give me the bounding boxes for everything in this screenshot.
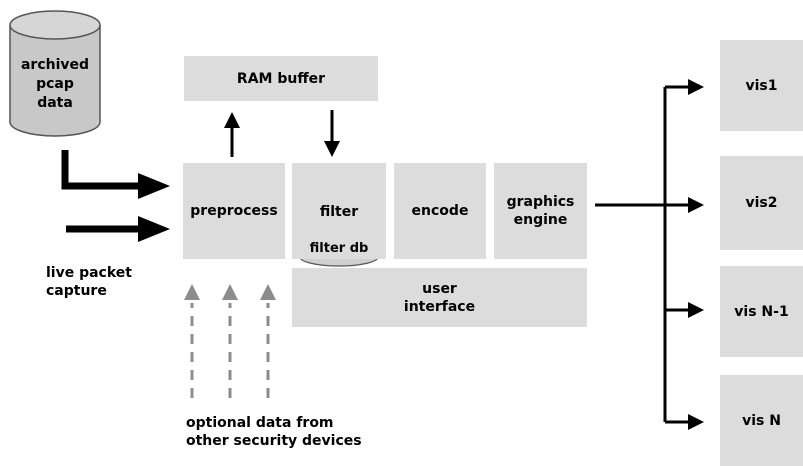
ram-to-filter-arrow — [324, 110, 340, 157]
live-capture-arrow — [66, 216, 170, 242]
encode-box: encode — [394, 163, 486, 259]
ram-buffer-box: RAM buffer — [184, 56, 378, 101]
optional-data-arrows — [184, 284, 276, 398]
preprocess-to-ram-arrow — [224, 112, 240, 157]
preprocess-box: preprocess — [183, 163, 285, 259]
filter-box: filter — [292, 163, 386, 259]
archive-label: archived pcap data — [20, 57, 90, 111]
optional-data-label: optional data from other security device… — [186, 415, 362, 449]
vis2-box: vis2 — [720, 156, 803, 250]
vis1-box: vis1 — [720, 40, 803, 131]
graphics-engine-label: graphics engine — [506, 194, 575, 228]
archive-cylinder — [9, 10, 101, 137]
live-capture-label: live packet capture — [46, 265, 132, 299]
filter-label: filter — [319, 204, 359, 220]
graphics-engine-box: graphics engine — [494, 163, 587, 259]
filter-db-label: filter db — [309, 241, 369, 256]
output-fanout — [595, 79, 704, 430]
user-interface-box: user interface — [292, 268, 587, 327]
vis-n-box: vis N — [720, 375, 803, 466]
user-interface-label: user interface — [403, 280, 476, 315]
vis-n-minus-1-box: vis N-1 — [720, 266, 803, 357]
archive-to-preprocess-arrow — [61, 150, 170, 199]
